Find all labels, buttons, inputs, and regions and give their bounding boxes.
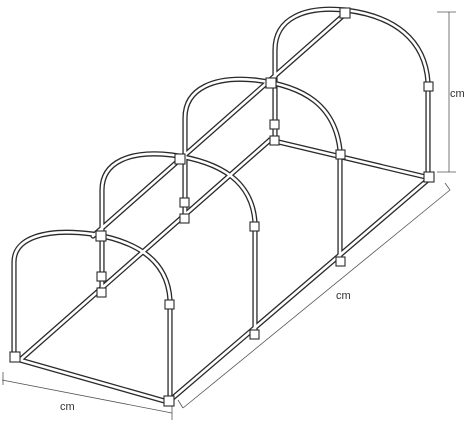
frame-pipes-outline [11, 6, 433, 405]
frame-pipes-fill [12, 8, 432, 404]
length-dimension [177, 182, 451, 409]
width-dimension [1, 372, 173, 420]
height-label: cm [450, 88, 465, 100]
pipe-connectors [9, 7, 435, 407]
height-dimension [437, 11, 456, 173]
length-label: cm [336, 290, 351, 302]
width-label: cm [60, 401, 75, 413]
